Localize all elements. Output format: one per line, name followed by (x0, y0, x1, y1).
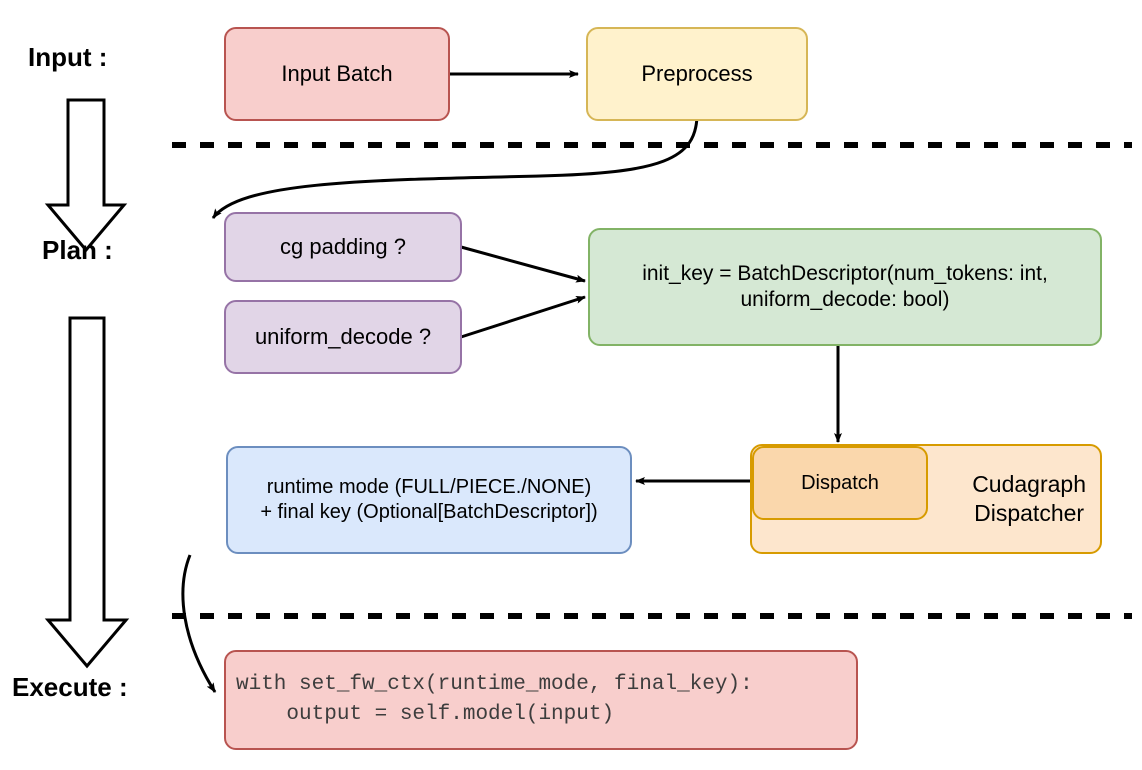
preprocess-to-cg-padding-arrow (211, 113, 699, 219)
uniform-decode-to-init-key-arrow (460, 295, 586, 339)
node-uniform-decode[interactable]: uniform_decode ? (224, 300, 462, 374)
node-runtime-mode[interactable]: runtime mode (FULL/PIECE./NONE) + final … (226, 446, 632, 554)
runtime-mode-to-execute-code-arrow (181, 554, 217, 693)
node-input-batch[interactable]: Input Batch (224, 27, 450, 121)
node-init-key[interactable]: init_key = BatchDescriptor(num_tokens: i… (588, 228, 1102, 346)
stage-label-input: Input : (28, 42, 108, 72)
node-cg-padding[interactable]: cg padding ? (224, 212, 462, 282)
node-execute-code[interactable]: with set_fw_ctx(runtime_mode, final_key)… (224, 650, 858, 750)
execute-code-text: with set_fw_ctx(runtime_mode, final_key)… (236, 672, 753, 726)
stage-label-plan: Plan : (42, 235, 113, 265)
node-preprocess[interactable]: Preprocess (586, 27, 808, 121)
node-dispatch[interactable]: Dispatch (752, 446, 928, 520)
cg-padding-to-init-key-arrow (460, 245, 586, 283)
plan-to-execute-arrow (44, 316, 130, 669)
stage-label-execute: Execute : (12, 672, 128, 702)
input-to-plan-arrow (44, 98, 128, 253)
